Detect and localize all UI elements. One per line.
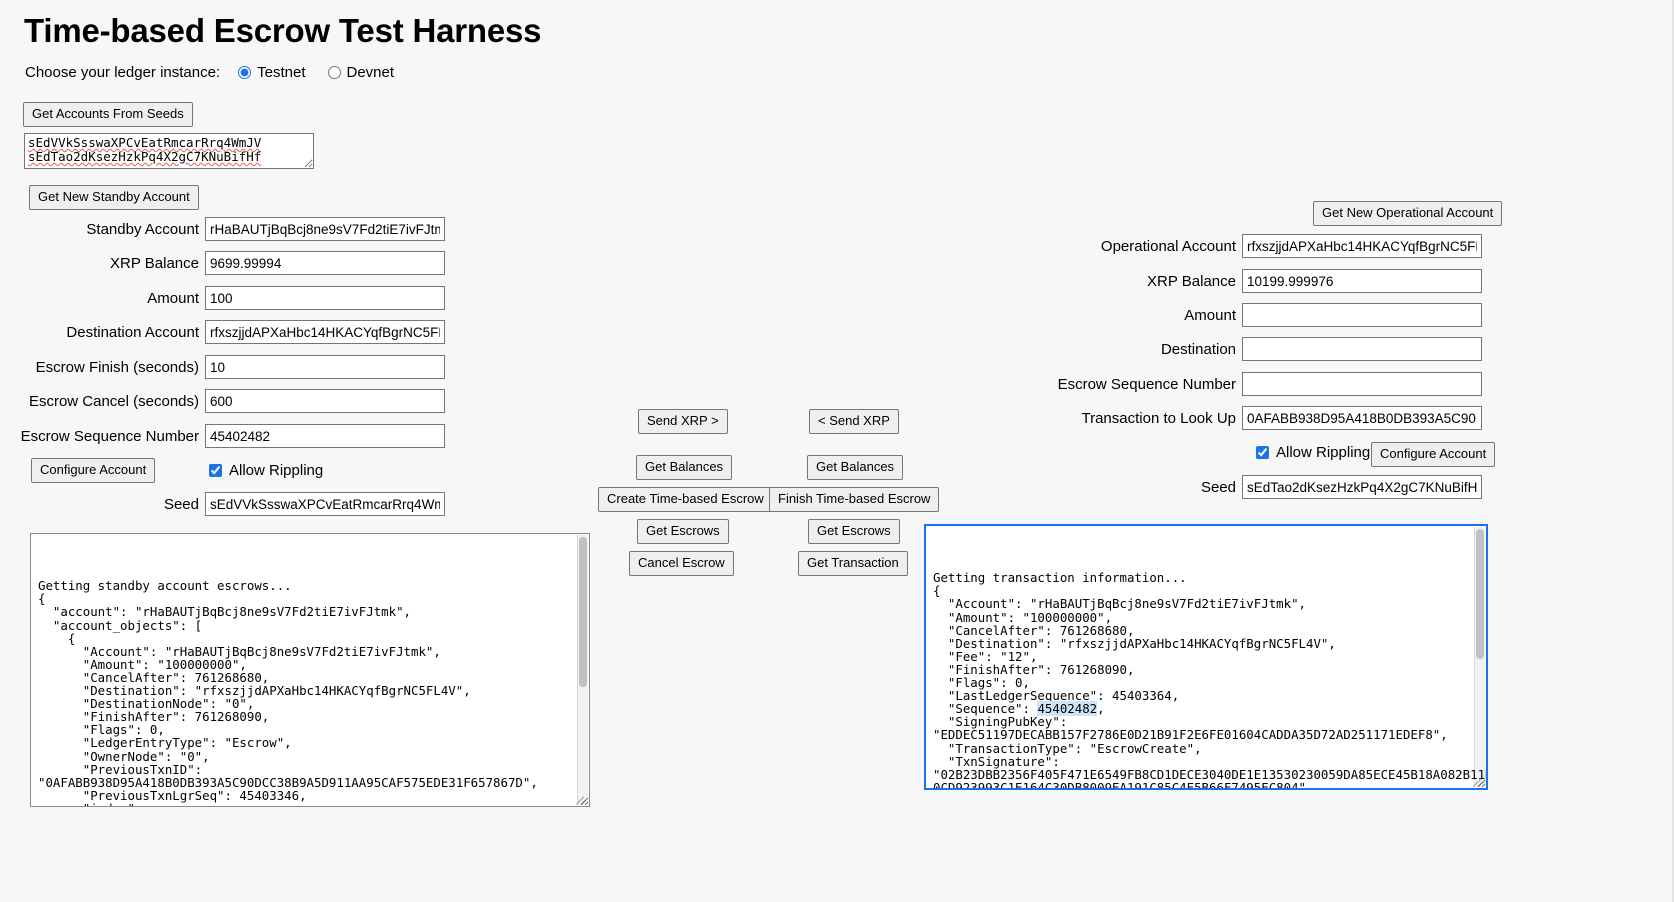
checkbox-operational-allow-rippling[interactable]: [1256, 446, 1269, 459]
field-standby-escrow-finish: Escrow Finish (seconds): [0, 355, 445, 379]
operational-allow-rippling[interactable]: Allow Rippling: [1256, 444, 1370, 461]
radio-testnet-label[interactable]: Testnet: [257, 64, 306, 81]
label-standby-amount: Amount: [147, 289, 199, 307]
send-xrp-left-button[interactable]: < Send XRP: [809, 409, 899, 434]
input-standby-xrp-balance[interactable]: [205, 251, 445, 275]
input-operational-amount[interactable]: [1242, 303, 1482, 327]
field-standby-destination-account: Destination Account: [0, 320, 445, 344]
input-operational-account[interactable]: [1242, 234, 1482, 258]
get-accounts-from-seeds-button[interactable]: Get Accounts From Seeds: [23, 102, 193, 127]
page-right-edge: [1672, 0, 1674, 902]
operational-output-text: Getting transaction information... { "Ac…: [933, 570, 1486, 788]
field-operational-xrp-balance: XRP Balance: [1000, 269, 1482, 293]
checkbox-standby-allow-rippling[interactable]: [209, 464, 222, 477]
label-operational-destination: Destination: [1160, 340, 1236, 358]
get-balances-operational-button[interactable]: Get Balances: [807, 455, 904, 480]
send-xrp-right-button[interactable]: Send XRP >: [638, 409, 728, 434]
ledger-option-devnet[interactable]: Devnet: [327, 64, 395, 81]
standby-output-textarea[interactable]: Getting standby account escrows... { "ac…: [30, 533, 590, 807]
input-standby-amount[interactable]: [205, 286, 445, 310]
operational-output-selected-sequence: 45402482: [1037, 701, 1098, 717]
input-operational-destination[interactable]: [1242, 337, 1482, 361]
input-standby-account[interactable]: [205, 217, 445, 241]
get-balances-standby-button[interactable]: Get Balances: [636, 455, 733, 480]
get-transaction-button[interactable]: Get Transaction: [798, 551, 908, 576]
field-operational-escrow-sequence: Escrow Sequence Number: [1000, 372, 1482, 396]
field-operational-account: Operational Account: [1000, 234, 1482, 258]
finish-time-based-escrow-button[interactable]: Finish Time-based Escrow: [769, 487, 940, 512]
input-standby-escrow-finish[interactable]: [205, 355, 445, 379]
operational-output-text-after: , "SigningPubKey": "EDDEC51197DECABB157F…: [933, 701, 1488, 790]
label-standby-seed: Seed: [163, 495, 199, 513]
ledger-instance-label: Choose your ledger instance:: [25, 64, 221, 81]
ledger-option-testnet[interactable]: Testnet: [238, 64, 306, 81]
input-operational-xrp-balance[interactable]: [1242, 269, 1482, 293]
field-operational-amount: Amount: [1000, 303, 1482, 327]
radio-devnet[interactable]: [327, 66, 341, 79]
input-standby-seed[interactable]: [205, 492, 445, 516]
operational-output-text-before: Getting transaction information... { "Ac…: [933, 570, 1336, 717]
radio-testnet[interactable]: [238, 66, 252, 79]
ledger-instance-selector: Choose your ledger instance: Testnet Dev…: [25, 64, 416, 81]
page-title: Time-based Escrow Test Harness: [24, 12, 542, 49]
field-operational-transaction-lookup: Transaction to Look Up: [1000, 406, 1482, 430]
label-operational-seed: Seed: [1200, 478, 1236, 496]
standby-output-text: Getting standby account escrows... { "ac…: [38, 578, 538, 806]
standby-output-resize-grip[interactable]: [576, 794, 587, 805]
input-standby-escrow-sequence[interactable]: [205, 424, 445, 448]
operational-output-scroll-thumb[interactable]: [1476, 529, 1484, 659]
create-time-based-escrow-button[interactable]: Create Time-based Escrow: [598, 487, 773, 512]
operational-output-scrollbar[interactable]: [1474, 527, 1485, 787]
operational-output-resize-grip[interactable]: [1473, 776, 1484, 787]
get-new-standby-account-button[interactable]: Get New Standby Account: [29, 185, 199, 210]
label-operational-escrow-sequence: Escrow Sequence Number: [1057, 375, 1236, 393]
standby-output-scrollbar[interactable]: [577, 535, 588, 805]
label-standby-escrow-sequence: Escrow Sequence Number: [20, 427, 199, 445]
configure-operational-account-button[interactable]: Configure Account: [1371, 442, 1496, 467]
seeds-textarea[interactable]: sEdVVkSsswaXPCvEatRmcarRrq4WmJV sEdTao2d…: [24, 133, 314, 169]
configure-standby-account-button[interactable]: Configure Account: [31, 458, 156, 483]
label-standby-allow-rippling[interactable]: Allow Rippling: [229, 462, 324, 479]
label-operational-xrp-balance: XRP Balance: [1147, 272, 1236, 290]
input-standby-escrow-cancel[interactable]: [205, 389, 445, 413]
label-operational-account: Operational Account: [1100, 237, 1236, 255]
label-standby-destination-account: Destination Account: [66, 323, 199, 341]
field-standby-amount: Amount: [0, 286, 445, 310]
label-standby-account: Standby Account: [86, 220, 199, 238]
label-standby-xrp-balance: XRP Balance: [110, 254, 199, 272]
field-operational-destination: Destination: [1000, 337, 1482, 361]
field-standby-xrp-balance: XRP Balance: [0, 251, 445, 275]
field-operational-seed: Seed: [1000, 475, 1482, 499]
get-escrows-operational-button[interactable]: Get Escrows: [808, 519, 900, 544]
field-standby-escrow-sequence: Escrow Sequence Number: [0, 424, 445, 448]
standby-allow-rippling[interactable]: Allow Rippling: [209, 462, 323, 479]
field-standby-account: Standby Account: [0, 217, 445, 241]
field-standby-escrow-cancel: Escrow Cancel (seconds): [0, 389, 445, 413]
field-standby-seed: Seed: [0, 492, 445, 516]
input-operational-escrow-sequence[interactable]: [1242, 372, 1482, 396]
radio-devnet-label[interactable]: Devnet: [346, 64, 395, 81]
get-new-operational-account-button[interactable]: Get New Operational Account: [1313, 201, 1503, 226]
input-standby-destination-account[interactable]: [205, 320, 445, 344]
label-standby-escrow-finish: Escrow Finish (seconds): [35, 358, 199, 376]
label-standby-escrow-cancel: Escrow Cancel (seconds): [28, 392, 199, 410]
input-operational-transaction-lookup[interactable]: [1242, 406, 1482, 430]
cancel-escrow-button[interactable]: Cancel Escrow: [629, 551, 734, 576]
label-operational-transaction-lookup: Transaction to Look Up: [1081, 409, 1236, 427]
input-operational-seed[interactable]: [1242, 475, 1482, 499]
standby-output-scroll-thumb[interactable]: [579, 537, 587, 687]
label-operational-allow-rippling[interactable]: Allow Rippling: [1276, 444, 1371, 461]
label-operational-amount: Amount: [1184, 306, 1236, 324]
operational-output-textarea[interactable]: Getting transaction information... { "Ac…: [924, 524, 1488, 790]
get-escrows-standby-button[interactable]: Get Escrows: [637, 519, 729, 544]
